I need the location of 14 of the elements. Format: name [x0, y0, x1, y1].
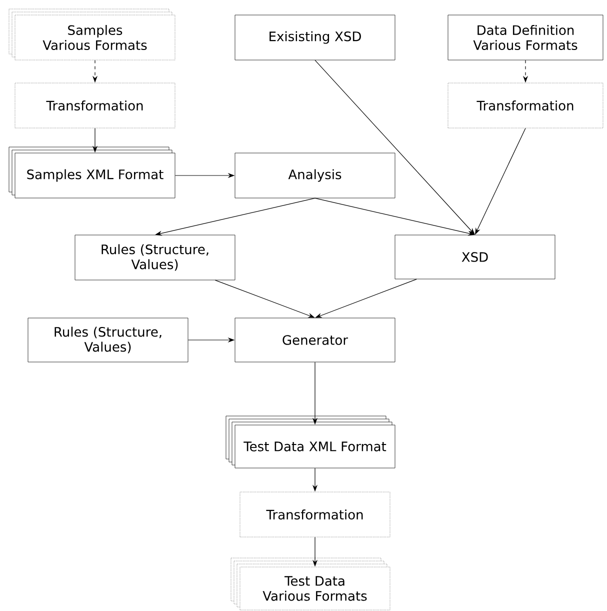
- rules-box: Rules (Structure, Values): [28, 318, 188, 362]
- schema-box: XSD: [394, 234, 556, 280]
- process-box: Transformation: [14, 82, 176, 128]
- process-box: Analysis: [234, 152, 396, 198]
- input-box: Exisisting XSD: [234, 14, 396, 60]
- input-box: Data Definition Various Formats: [448, 14, 604, 60]
- document-stack: Samples Various Formats: [8, 8, 176, 60]
- rules-box: Rules (Structure, Values): [74, 234, 236, 280]
- process-box: Generator: [234, 318, 396, 362]
- document-stack: Test Data Various Formats: [230, 558, 390, 610]
- document-stack: Samples XML Format: [8, 146, 176, 198]
- process-box: Transformation: [448, 82, 604, 128]
- process-box: Transformation: [240, 492, 390, 538]
- document-stack: Test Data XML Format: [226, 416, 396, 468]
